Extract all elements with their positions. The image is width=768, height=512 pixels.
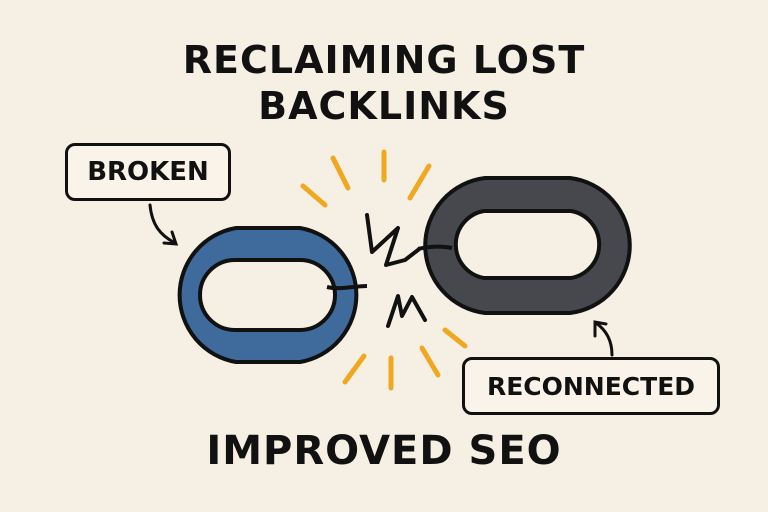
arrow-icon bbox=[148, 203, 614, 357]
blue-broken-link-icon bbox=[177, 226, 368, 364]
broken-label: BROKEN bbox=[65, 143, 231, 201]
title-line-2: BACKLINKS bbox=[258, 84, 510, 128]
reconnected-label: RECONNECTED bbox=[462, 357, 720, 415]
footer-heading: IMPROVED SEO bbox=[206, 428, 562, 474]
spark-icon bbox=[300, 149, 468, 391]
lightning-crack-icon bbox=[365, 213, 427, 328]
dark-chain-link-icon bbox=[417, 176, 632, 315]
title-line-1: RECLAIMING LOST bbox=[182, 38, 586, 82]
